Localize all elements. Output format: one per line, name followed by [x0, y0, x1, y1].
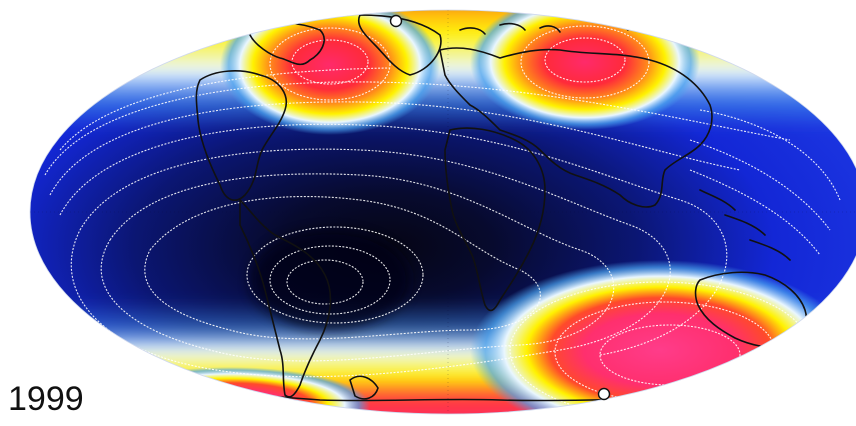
globe-outline [29, 9, 856, 415]
flux-lobe-north-america [220, 10, 440, 135]
graticule [30, 10, 856, 414]
south-pole-marker [597, 387, 611, 401]
year-label: 1999 [8, 380, 84, 418]
flux-core-minimum [250, 230, 410, 330]
north-pole-marker [389, 14, 403, 28]
